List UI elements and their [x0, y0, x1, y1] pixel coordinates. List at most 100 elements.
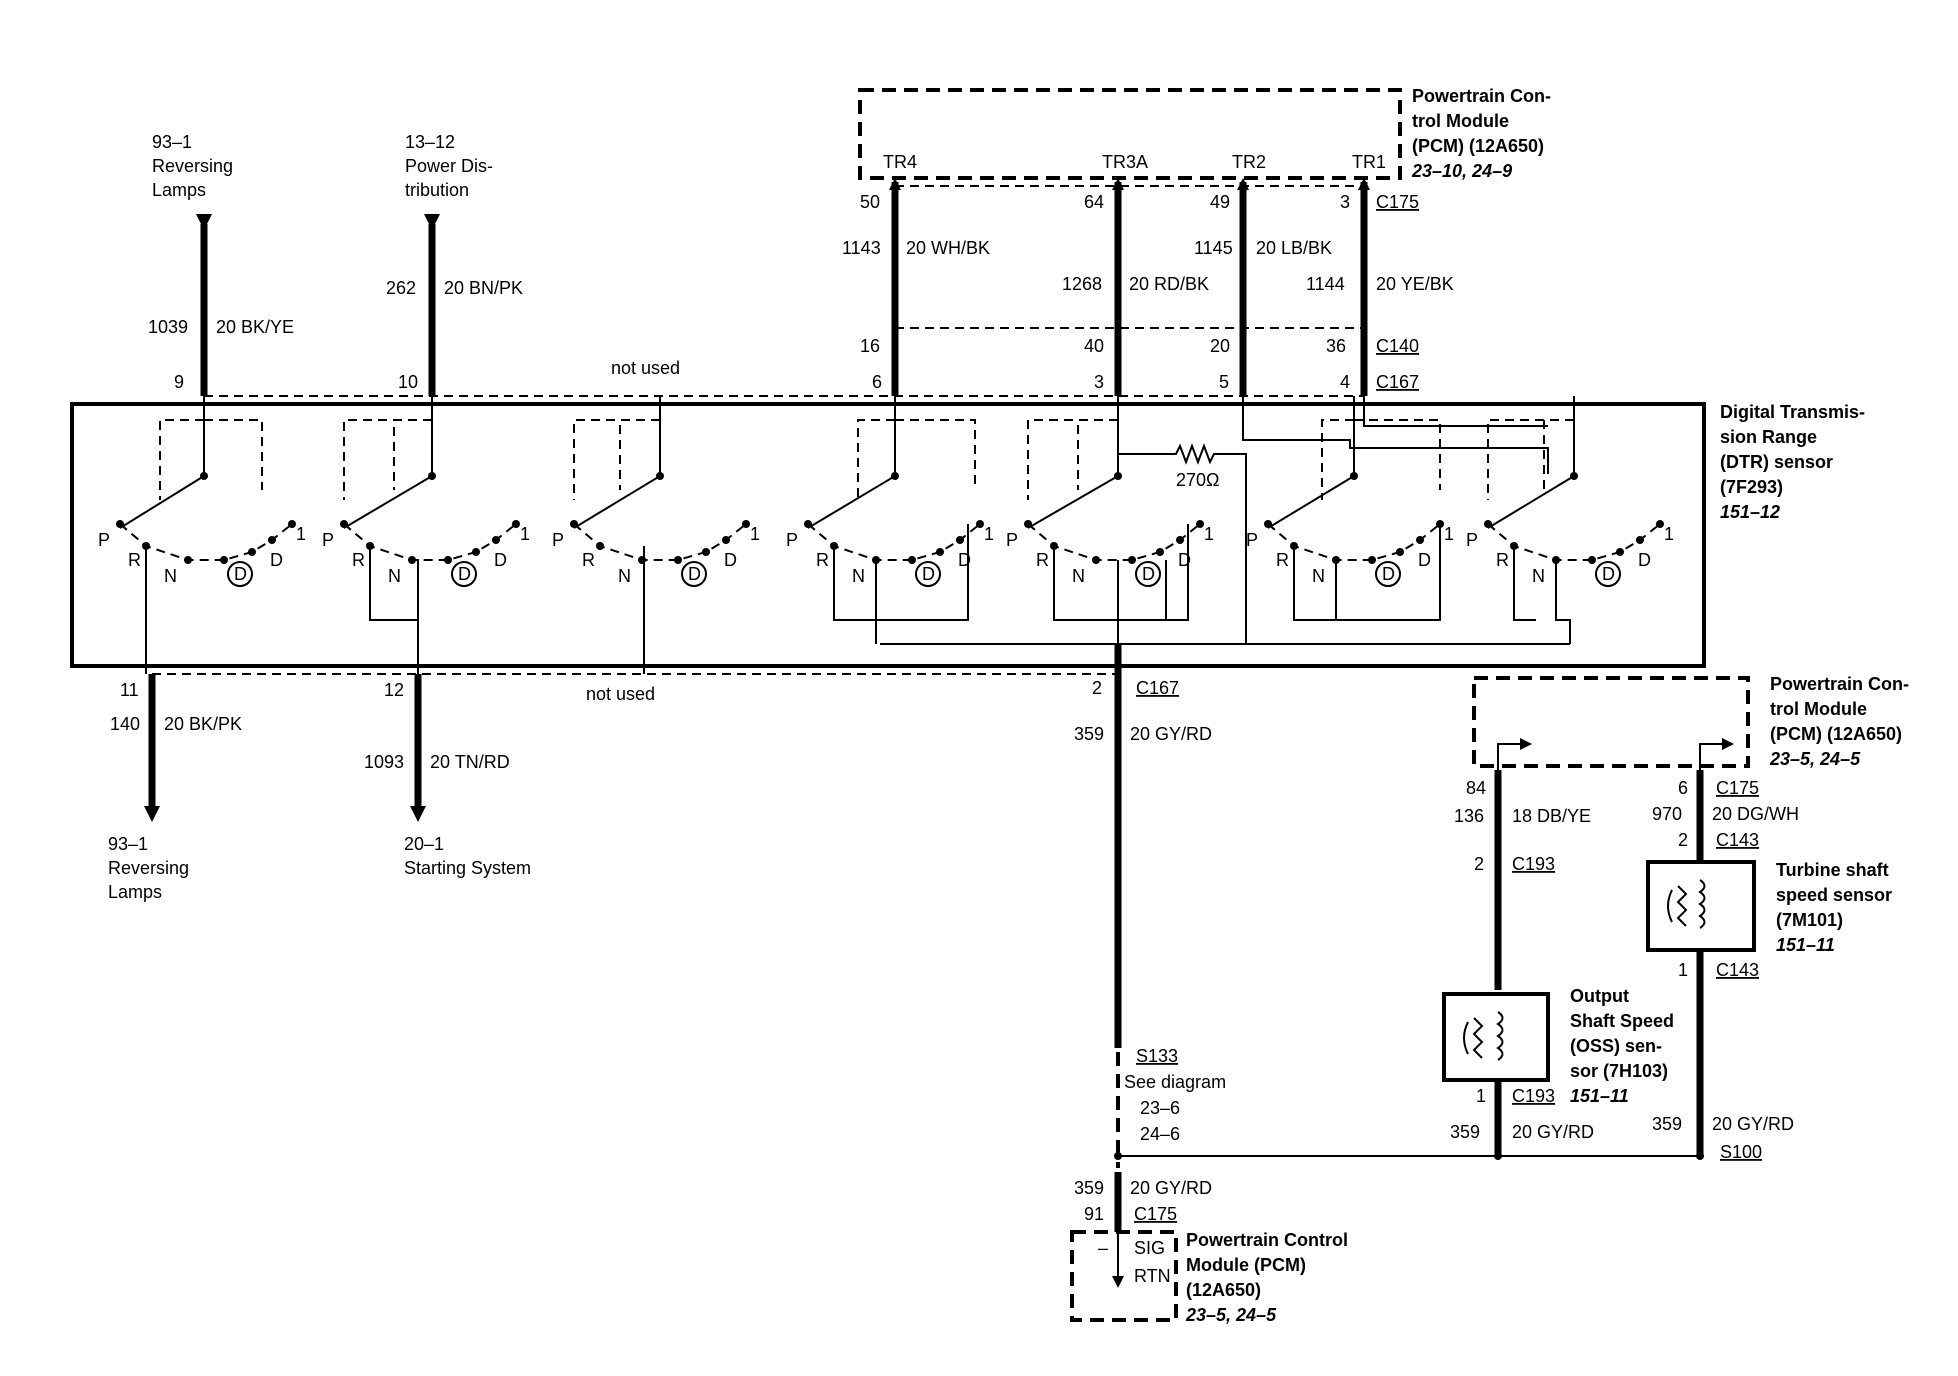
- dtr-label-2: sion Range: [1720, 427, 1817, 447]
- switch-mech-link: [1321, 419, 1354, 500]
- switch-position-label: 1: [296, 524, 306, 544]
- switch-contact: [116, 520, 124, 528]
- oss-wire-359-number: 359: [1450, 1122, 1480, 1142]
- wire-140-number: 140: [110, 714, 140, 734]
- switch-contact: [1368, 556, 1376, 564]
- pin-9: 9: [174, 372, 184, 392]
- switch-contact: [1396, 548, 1404, 556]
- oss-label-3: (OSS) sen-: [1570, 1036, 1662, 1056]
- start-ref: 20–1: [404, 834, 444, 854]
- dtr-label-group: Digital Transmis- sion Range (DTR) senso…: [1720, 402, 1865, 522]
- switch-position-label: N: [618, 566, 631, 586]
- wire-1144-number: 1144: [1306, 274, 1345, 294]
- pcm-right-group: Powertrain Con- trol Module (PCM) (12A65…: [1454, 674, 1909, 990]
- switch-contact: [444, 556, 452, 564]
- wire-1143-number: 1143: [842, 238, 881, 258]
- c175-label-right: C175: [1716, 778, 1759, 798]
- rev-label-bottom-2: Lamps: [108, 882, 162, 902]
- switch-contact: [248, 548, 256, 556]
- pcm-right-box: [1472, 676, 1750, 768]
- oss-label-2: Shaft Speed: [1570, 1011, 1674, 1031]
- pin-20: 20: [1210, 336, 1230, 356]
- dtr-contact-wire: [1293, 524, 1441, 621]
- switch-position-label: N: [852, 566, 865, 586]
- switch-position-label: D: [958, 550, 971, 570]
- drive-position-circle: [227, 561, 253, 587]
- dtr-contact-wire: [1513, 546, 1536, 621]
- wire-1093-number: 1093: [364, 752, 404, 772]
- switch-contact: [1156, 548, 1164, 556]
- turbine-ref: 151–11: [1776, 935, 1835, 955]
- dtr-label-1: Digital Transmis-: [1720, 402, 1865, 422]
- switch-mech-link: [343, 419, 432, 500]
- turbine-label-2: speed sensor: [1776, 885, 1892, 905]
- pin-2-c193: 2: [1474, 854, 1484, 874]
- switch-position-label: R: [1036, 550, 1049, 570]
- rev-label-top-1: Reversing: [152, 156, 233, 176]
- start-label: Starting System: [404, 858, 531, 878]
- switch-position-label: R: [128, 550, 141, 570]
- dtr-ref: 151–12: [1720, 502, 1780, 522]
- wire-140-group: 11 140 20 BK/PK 93–1 Reversing Lamps: [108, 674, 242, 902]
- wire-359-desc: 20 GY/RD: [1130, 724, 1212, 744]
- pcm-right-ref: 23–5, 24–5: [1769, 749, 1861, 769]
- wire-136-desc: 18 DB/YE: [1512, 806, 1591, 826]
- pcm-top-label-1: Powertrain Con-: [1412, 86, 1551, 106]
- drive-position-circle: [451, 561, 477, 587]
- switch-mech-link: [573, 419, 660, 500]
- switch-wiper: [119, 475, 205, 529]
- wire-970-desc: 20 DG/WH: [1712, 804, 1799, 824]
- pin-2-c167: 2: [1092, 678, 1102, 698]
- pcm-top-label-2: trol Module: [1412, 111, 1509, 131]
- wire-1144-desc: 20 YE/BK: [1376, 274, 1454, 294]
- switch-contact: [702, 548, 710, 556]
- wire-1039-number: 1039: [148, 317, 188, 337]
- switch-contact: [1128, 556, 1136, 564]
- switch-position-label: R: [816, 550, 829, 570]
- pin-2-c143: 2: [1678, 830, 1688, 850]
- dtr-internal-wiring: [880, 396, 1570, 645]
- pcm-top-ref: 23–10, 24–9: [1411, 161, 1512, 181]
- pcm-bottom-label-1: Powertrain Control: [1186, 1230, 1348, 1250]
- c167-label-top: C167: [1376, 372, 1419, 392]
- s133-ref-2: 24–6: [1140, 1124, 1180, 1144]
- switch-contact: [1024, 520, 1032, 528]
- oss-sensor-group: Output Shaft Speed (OSS) sen- sor (7H103…: [1442, 986, 1674, 1156]
- pcm-bottom-label-3: (12A650): [1186, 1280, 1261, 1300]
- wire-970-number: 970: [1652, 804, 1682, 824]
- pcm-top-box: [858, 88, 1402, 180]
- rev-ref-top: 93–1: [152, 132, 192, 152]
- switch-contact: [492, 536, 500, 544]
- c193-label-top: C193: [1512, 854, 1555, 874]
- switch-contact: [1588, 556, 1596, 564]
- switch-contact: [570, 520, 578, 528]
- switch-position-label: R: [1496, 550, 1509, 570]
- drive-position-circle: [681, 561, 707, 587]
- switch-contact: [1656, 520, 1664, 528]
- drive-circle-letter: D: [1602, 564, 1615, 584]
- switch-position-label: P: [98, 530, 110, 550]
- switch-position-label: N: [1312, 566, 1325, 586]
- turbine-sensor-box: [1646, 860, 1756, 952]
- switch-contact: [472, 548, 480, 556]
- pcm-bottom-label-2: Module (PCM): [1186, 1255, 1306, 1275]
- switch-contact: [340, 520, 348, 528]
- switch-position-label: N: [164, 566, 177, 586]
- switch-position-label: P: [1466, 530, 1478, 550]
- switch-position-label: 1: [984, 524, 994, 544]
- c167-label-bottom: C167: [1136, 678, 1179, 698]
- switch-contact: [936, 548, 944, 556]
- pcm-top-label-3: (PCM) (12A650): [1412, 136, 1544, 156]
- see-diagram: See diagram: [1124, 1072, 1226, 1092]
- switch-contact: [956, 536, 964, 544]
- drive-circle-letter: D: [688, 564, 701, 584]
- switch-position-label: P: [322, 530, 334, 550]
- dtr-contact-wire: [833, 524, 969, 621]
- oss-sensor-box: [1442, 992, 1550, 1082]
- drive-position-circle: [1375, 561, 1401, 587]
- pcm-top-group: Powertrain Con- trol Module (PCM) (12A65…: [842, 86, 1551, 396]
- s100-label: S100: [1720, 1142, 1762, 1162]
- switch-contact: [1616, 548, 1624, 556]
- switch-arc: [573, 523, 747, 561]
